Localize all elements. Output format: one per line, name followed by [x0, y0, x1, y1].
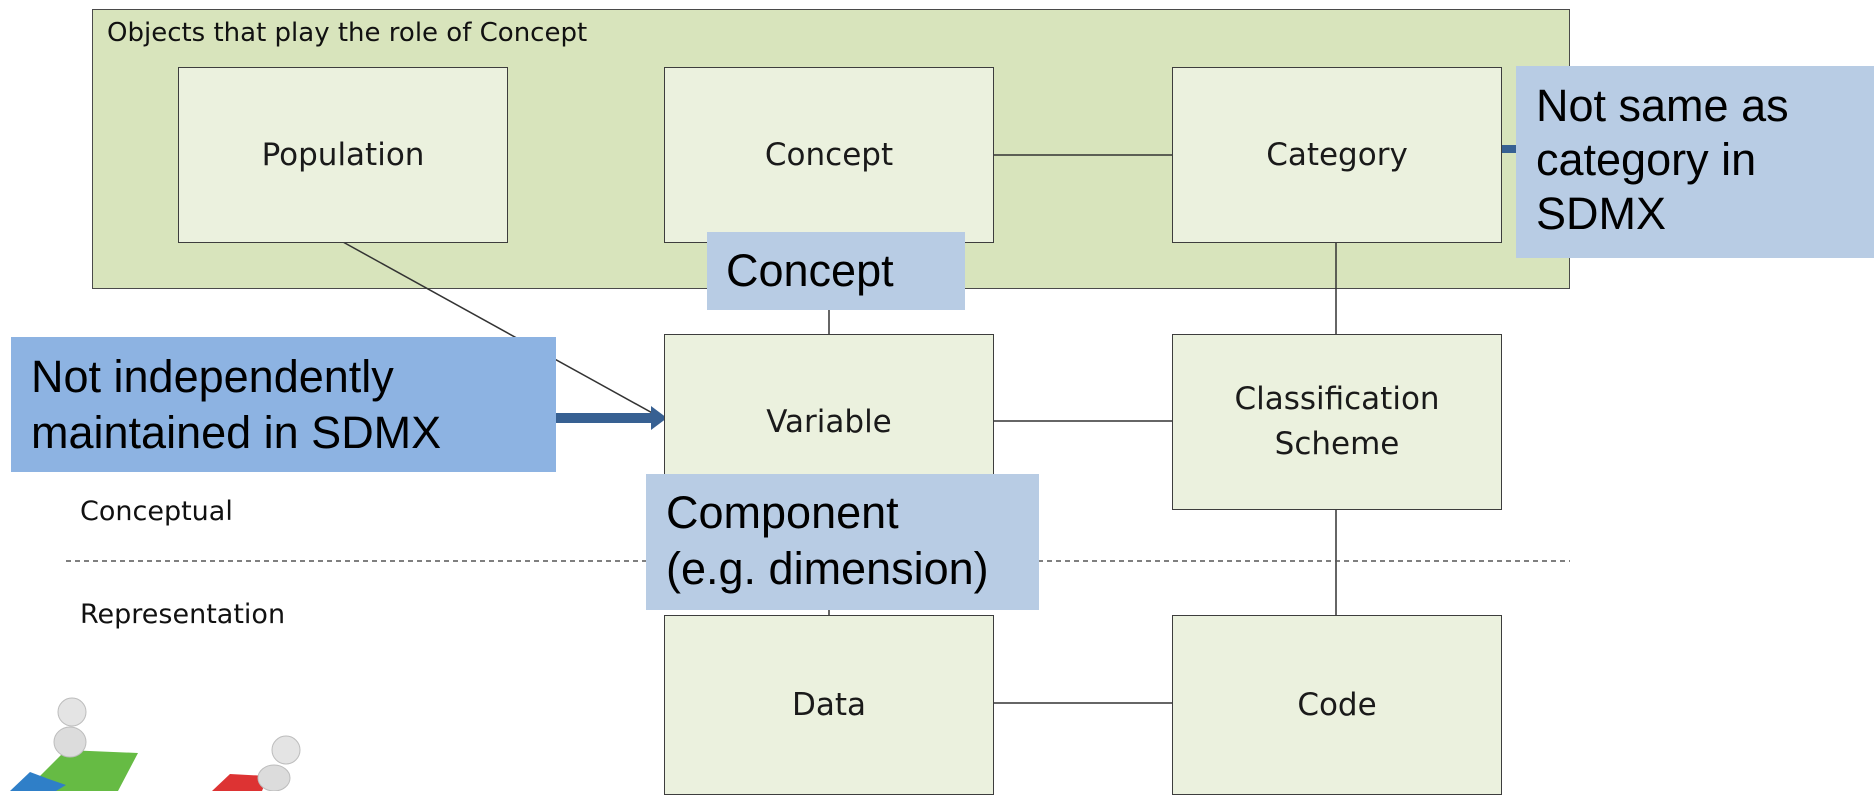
population-node: Population: [178, 67, 508, 243]
concept-callout-text: Concept: [726, 245, 894, 296]
data-node: Data: [664, 615, 994, 795]
category-note-line1: Not same as: [1536, 80, 1789, 131]
category-label: Category: [1266, 136, 1408, 173]
concept-callout: Concept: [707, 232, 965, 310]
category-note-callout: Not same as category in SDMX: [1516, 66, 1874, 258]
component-line1: Component: [666, 487, 899, 538]
data-label: Data: [791, 686, 867, 723]
code-node: Code: [1172, 615, 1502, 795]
representation-layer-label: Representation: [80, 599, 286, 630]
population-variable-connector: [342, 241, 666, 421]
variable-label: Variable: [766, 403, 892, 440]
component-callout: Component (e.g. dimension): [646, 474, 1039, 610]
classification-scheme-node: Classification Scheme: [1172, 334, 1502, 510]
variable-note-line1: Not independently: [31, 351, 394, 402]
concept-label: Concept: [764, 136, 894, 173]
code-label: Code: [1297, 686, 1377, 723]
category-node: Category: [1172, 67, 1502, 243]
component-line2: (e.g. dimension): [666, 543, 989, 595]
concept-node: Concept: [664, 67, 994, 243]
population-label: Population: [261, 136, 425, 173]
variable-note-line2: maintained in SDMX: [31, 407, 442, 459]
conceptual-layer-label: Conceptual: [80, 496, 233, 527]
category-note-line2: category in: [1536, 134, 1757, 185]
classification-label-line1: Classification: [1234, 381, 1440, 418]
classification-label-line2: Scheme: [1274, 426, 1400, 462]
variable-callout-arrow: [556, 406, 667, 430]
variable-note-callout: Not independently maintained in SDMX: [11, 337, 556, 472]
category-note-line3: SDMX: [1536, 188, 1667, 239]
group-title: Objects that play the role of Concept: [107, 18, 588, 48]
puzzle-figures-icon: [10, 697, 301, 791]
